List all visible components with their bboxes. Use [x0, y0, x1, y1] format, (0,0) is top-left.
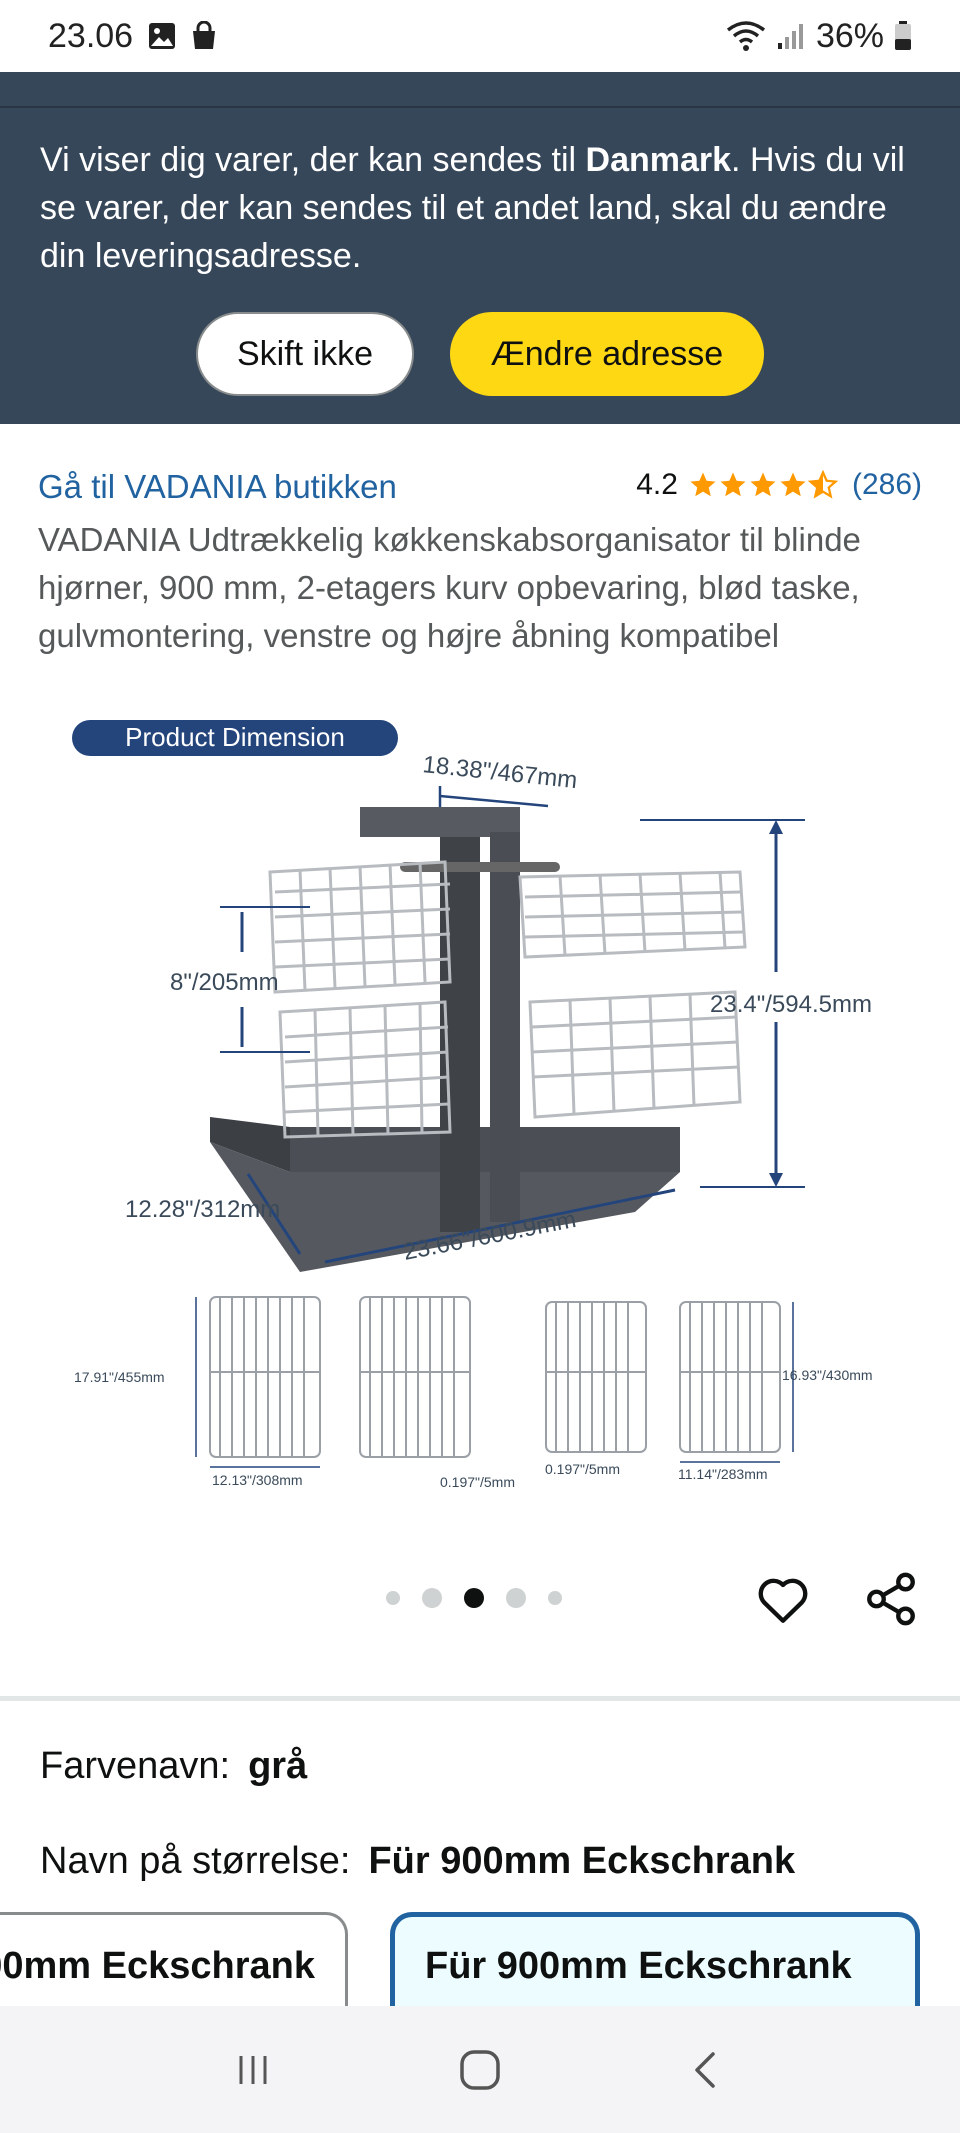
system-nav-bar [0, 2006, 960, 2133]
color-variation: Farvenavn:grå [40, 1745, 308, 1787]
carousel-dot[interactable] [386, 1591, 400, 1605]
battery-percent: 36% [815, 16, 884, 55]
banner-country: Danmark [585, 141, 732, 179]
size-option-900mm-selected[interactable]: Für 900mm Eckschrank [390, 1912, 920, 2022]
product-title: VADANIA Udtrækkelig køkkenskabsorganisat… [38, 521, 861, 654]
battery-icon [895, 21, 911, 50]
status-time: 23.06 [48, 16, 134, 55]
dim-height-label: 23.4"/594.5mm [710, 991, 872, 1018]
basket4-width-label: 11.14"/283mm [678, 1466, 768, 1482]
selected-size: Für 900mm Eckschrank [368, 1840, 796, 1882]
rating-count[interactable]: (286) [851, 468, 922, 501]
half-star-icon [807, 470, 838, 499]
basket3-gap-label: 0.197"/5mm [545, 1461, 620, 1477]
star-icon [690, 472, 716, 497]
basket2-gap-label: 0.197"/5mm [440, 1474, 515, 1490]
heart-icon[interactable] [754, 1570, 812, 1628]
basket4-height-label: 16.93"/430mm [782, 1367, 873, 1383]
dim-gap-label: 8"/205mm [170, 969, 279, 996]
star-icon [750, 472, 776, 497]
size-variation: Navn på størrelse:Für 900mm Eckschrank [40, 1840, 796, 1882]
recent-apps-icon[interactable] [231, 2048, 275, 2092]
dimension-badge: Product Dimension [125, 722, 345, 752]
carousel-dots [386, 1588, 562, 1608]
carousel-dot[interactable] [422, 1588, 442, 1608]
section-divider [0, 1696, 960, 1701]
selected-color: grå [248, 1745, 308, 1787]
carousel-dot-active[interactable] [464, 1588, 484, 1608]
star-icon [780, 472, 806, 497]
banner-message: Vi viser dig varer, der kan sendes til D… [40, 141, 905, 275]
home-icon[interactable] [456, 2046, 504, 2094]
product-image[interactable]: Product Dimension 18.38"/467mm 23.4"/594… [60, 712, 900, 1502]
shopping-bag-icon [193, 21, 216, 49]
store-link[interactable]: Gå til VADANIA butikken [38, 468, 397, 505]
size-option-600mm[interactable]: Für 600mm Eckschrank [0, 1912, 348, 2022]
basket1-width-label: 12.13"/308mm [212, 1472, 303, 1488]
dim-top-label: 18.38"/467mm [421, 751, 578, 794]
share-icon[interactable] [862, 1570, 920, 1628]
status-bar: 23.06 36% [0, 0, 960, 72]
back-icon[interactable] [685, 2048, 729, 2092]
dont-change-button[interactable]: Skift ikke [196, 312, 414, 396]
star-rating [688, 470, 838, 500]
rating-value: 4.2 [636, 468, 678, 501]
wifi-icon [726, 21, 766, 51]
gallery-icon [149, 23, 176, 49]
carousel-dot[interactable] [548, 1591, 562, 1605]
change-address-button[interactable]: Ændre adresse [450, 312, 764, 396]
signal-icon [777, 24, 803, 49]
rating-summary[interactable]: 4.2 (286) [636, 468, 922, 502]
dim-depth-label: 12.28"/312mm [125, 1196, 280, 1223]
star-icon [720, 472, 746, 497]
carousel-dot[interactable] [506, 1588, 526, 1608]
basket1-height-label: 17.91"/455mm [74, 1369, 165, 1385]
delivery-location-banner: Vi viser dig varer, der kan sendes til D… [0, 72, 960, 424]
